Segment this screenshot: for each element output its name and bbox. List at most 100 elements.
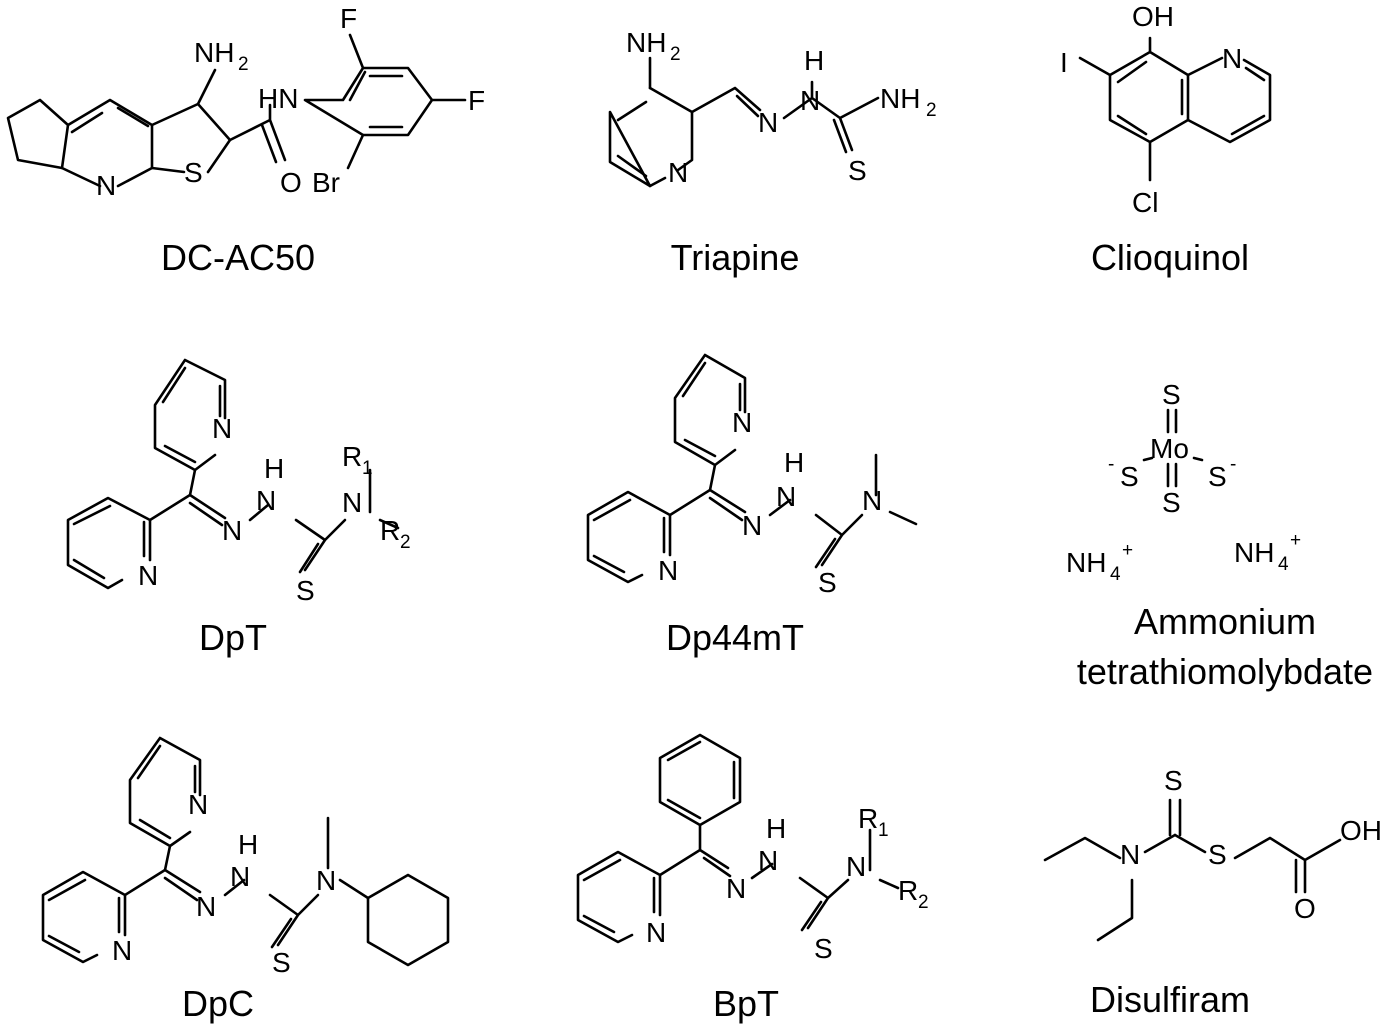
triapine-atom-h: H	[804, 45, 824, 76]
dc-ac50-atom-s: S	[184, 157, 203, 188]
dc-ac50-atom-n: N	[96, 170, 116, 201]
dpt-atom-n-imine: N	[222, 515, 242, 546]
dpt-atom-r1: R	[342, 441, 362, 472]
disulfiram-atom-n: N	[1120, 839, 1140, 870]
structure-clioquinol: OH I N Cl Clioquinol	[1060, 1, 1272, 278]
clioquinol-name: Clioquinol	[1091, 237, 1249, 278]
dc-ac50-name: DC-AC50	[161, 237, 315, 278]
attm-ammonium-1: NH	[1066, 547, 1106, 578]
dp44mt-name: Dp44mT	[666, 617, 804, 658]
triapine-name: Triapine	[671, 237, 800, 278]
attm-atom-s-bottom: S	[1162, 487, 1181, 518]
dpt-atom-n-amine: N	[342, 487, 362, 518]
attm-bonds	[1142, 408, 1204, 488]
dpt-atom-h: H	[264, 453, 284, 484]
dc-ac50-atom-f-para: F	[468, 85, 485, 116]
bpt-atom-h: H	[766, 813, 786, 844]
dp44mt-atom-n-imine: N	[742, 510, 762, 541]
dpt-name: DpT	[199, 617, 267, 658]
dpt-bonds	[66, 358, 400, 590]
bpt-atom-n-ring: N	[646, 917, 666, 948]
bpt-atom-r2: R	[898, 875, 918, 906]
triapine-atom-nh2-amino-subscript: 2	[670, 44, 681, 65]
triapine-atom-n-ring: N	[668, 157, 688, 188]
clioquinol-atom-oh: OH	[1132, 1, 1174, 32]
dpc-atom-n-hydrazine: N	[230, 861, 250, 892]
dp44mt-atom-n-ring1: N	[732, 407, 752, 438]
triapine-atom-n-imine: N	[758, 107, 778, 138]
dpc-atom-h: H	[238, 829, 258, 860]
disulfiram-name: Disulfiram	[1090, 979, 1250, 1020]
attm-atom-s-left: S	[1120, 461, 1139, 492]
dp44mt-bonds	[586, 353, 918, 584]
dc-ac50-atom-br: Br	[312, 167, 340, 198]
bpt-atom-s: S	[814, 933, 833, 964]
dp44mt-atom-s: S	[818, 567, 837, 598]
bpt-bonds	[576, 733, 900, 944]
dpc-atom-s: S	[272, 947, 291, 978]
dpc-name: DpC	[182, 983, 254, 1024]
triapine-bonds	[608, 56, 880, 188]
dpt-atom-r1-subscript: 1	[362, 458, 373, 479]
dpc-bonds	[41, 736, 450, 967]
dc-ac50-atom-o: O	[280, 167, 302, 198]
disulfiram-bonds	[1043, 798, 1342, 942]
bpt-atom-n-imine: N	[726, 873, 746, 904]
dpc-atom-n-imine: N	[196, 891, 216, 922]
attm-atom-charge-left: -	[1108, 454, 1114, 475]
dpt-atom-r2: R	[380, 515, 400, 546]
attm-name-line-1: Ammonium	[1134, 601, 1316, 642]
dpc-atom-n-ring1: N	[188, 789, 208, 820]
bpt-atom-r1: R	[858, 803, 878, 834]
dpt-atom-r2-subscript: 2	[400, 532, 411, 553]
attm-ammonium-2: NH	[1234, 537, 1274, 568]
dpc-atom-n-amine: N	[316, 865, 336, 896]
dc-ac50-atom-f-top: F	[340, 3, 357, 34]
dp44mt-atom-n-amine: N	[862, 485, 882, 516]
dp44mt-atom-n-ring2: N	[658, 555, 678, 586]
structure-triapine: NH 2 N H N NH 2 N S Triapine	[608, 27, 937, 278]
bpt-atom-r1-subscript: 1	[878, 820, 889, 841]
triapine-atom-n-hydrazine: N	[800, 85, 820, 116]
dpt-atom-n-ring2: N	[138, 560, 158, 591]
structure-disulfiram: S N S OH O Disulfiram	[1043, 765, 1382, 1020]
dc-ac50-atom-hn: HN	[258, 83, 298, 114]
dp44mt-atom-n-hydrazine: N	[776, 481, 796, 512]
structure-dc-ac50: NH 2 F HN F N S O Br DC-AC50	[6, 3, 485, 278]
triapine-atom-nh2-terminal: NH	[880, 83, 920, 114]
attm-ammonium-2-subscript: 4	[1278, 554, 1289, 575]
structure-dpc: N N H N N N S DpC	[41, 736, 450, 1024]
dpc-atom-n-ring2: N	[112, 935, 132, 966]
dc-ac50-atom-nh2-subscript: 2	[238, 54, 249, 75]
attm-ammonium-1-subscript: 4	[1110, 564, 1121, 585]
triapine-atom-nh2-amino: NH	[626, 27, 666, 58]
disulfiram-atom-s-thioether: S	[1208, 839, 1227, 870]
clioquinol-atom-i: I	[1060, 47, 1068, 78]
dc-ac50-atom-nh2: NH	[194, 37, 234, 68]
attm-ammonium-1-charge: +	[1122, 540, 1133, 561]
clioquinol-atom-cl: Cl	[1132, 187, 1158, 218]
disulfiram-atom-oh: OH	[1340, 815, 1382, 846]
attm-atom-charge-right: -	[1230, 454, 1236, 475]
dp44mt-atom-h: H	[784, 447, 804, 478]
structure-dpt: N N H N N R 1 N R 2 S DpT	[66, 358, 411, 658]
bpt-atom-n-hydrazine: N	[758, 845, 778, 876]
structure-ammonium-tetrathiomolybdate: S Mo - S S - S NH 4 + NH 4 + Ammonium te…	[1066, 379, 1373, 692]
bpt-atom-n-amine: N	[846, 851, 866, 882]
dpt-atom-n-hydrazine: N	[256, 485, 276, 516]
dc-ac50-bonds	[6, 33, 467, 188]
triapine-atom-nh2-terminal-subscript: 2	[926, 100, 937, 121]
attm-name-line-2: tetrathiomolybdate	[1077, 651, 1373, 692]
attm-atom-s-top: S	[1162, 379, 1181, 410]
structure-dp44mt: N N H N N N S Dp44mT	[586, 353, 918, 658]
bpt-name: BpT	[713, 983, 779, 1024]
dpt-atom-s: S	[296, 575, 315, 606]
attm-ammonium-2-charge: +	[1290, 530, 1301, 551]
attm-atom-s-right: S	[1208, 461, 1227, 492]
attm-atom-mo: Mo	[1150, 433, 1189, 464]
triapine-atom-s: S	[848, 155, 867, 186]
bpt-atom-r2-subscript: 2	[918, 892, 929, 913]
dpt-atom-n-ring1: N	[212, 413, 232, 444]
